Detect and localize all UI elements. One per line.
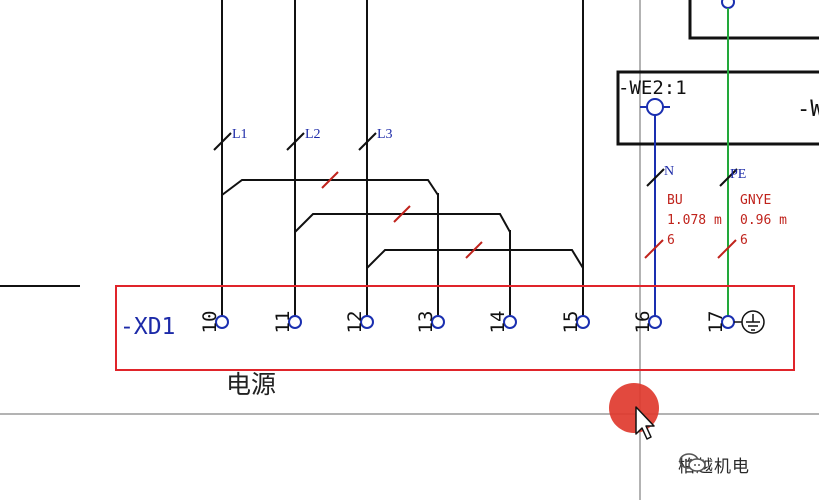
top-device-connection: [721, 0, 735, 9]
phase-label-l2: L2: [305, 127, 321, 142]
slash-l3: [358, 132, 377, 151]
mouse-pointer-icon: [635, 406, 655, 440]
conductor-n-name: N: [664, 164, 674, 179]
conductor-n-section: 6: [667, 233, 675, 248]
jumper-tick-2: [393, 205, 411, 223]
tick-pe: [717, 239, 737, 259]
cable-tag-partial: -W: [797, 97, 819, 122]
top-device-box[interactable]: [688, 0, 819, 40]
terminal-17[interactable]: 17: [705, 311, 735, 334]
conductor-n-length: 1.078 m: [667, 213, 722, 228]
terminal-13[interactable]: 13: [415, 311, 445, 334]
terminal-14-label: 14: [487, 311, 509, 334]
terminal-11[interactable]: 11: [272, 311, 302, 334]
jumper-tick-3: [465, 241, 483, 259]
terminal-12-point: [360, 315, 374, 329]
terminal-11-point: [288, 315, 302, 329]
jumper-ticks: [321, 171, 483, 259]
terminal-15-label: 15: [560, 311, 582, 334]
slash-l2: [286, 132, 305, 151]
wechat-icon: [679, 453, 706, 472]
jumper-10-13: [221, 179, 439, 196]
terminal-12[interactable]: 12: [344, 311, 374, 334]
conductor-n-color: BU: [667, 193, 683, 208]
watermark: 柏越机电: [678, 452, 750, 477]
terminal-14[interactable]: 14: [487, 311, 517, 334]
terminal-10-label: 10: [199, 311, 221, 334]
phase-label-l3: L3: [377, 127, 393, 142]
terminal-10-point: [215, 315, 229, 329]
terminal-14-point: [503, 315, 517, 329]
conductor-pe-color: GNYE: [740, 193, 771, 208]
terminal-16[interactable]: 16: [632, 311, 662, 334]
terminal-strip-name: -XD1: [120, 314, 175, 340]
slash-l1: [213, 132, 232, 151]
ground-icon: [734, 310, 765, 334]
slash-n: [646, 168, 665, 187]
shield-circle: [646, 98, 664, 116]
cable-tag: -WE2:1: [618, 77, 687, 99]
terminal-10[interactable]: 10: [199, 311, 229, 334]
tick-n: [644, 239, 664, 259]
conductor-pe-name: PE: [730, 167, 746, 182]
phase-label-l1: L1: [232, 127, 248, 142]
terminal-13-point: [431, 315, 445, 329]
terminal-16-point: [648, 315, 662, 329]
terminal-15[interactable]: 15: [560, 311, 590, 334]
terminal-15-point: [576, 315, 590, 329]
phase-wires: [213, 0, 584, 318]
conductor-pe-section: 6: [740, 233, 748, 248]
jumper-tick-1: [321, 171, 339, 189]
terminal-12-label: 12: [344, 311, 366, 334]
terminal-16-label: 16: [632, 311, 654, 334]
terminal-strip-highlight[interactable]: [115, 285, 795, 371]
terminal-17-label: 17: [705, 311, 727, 334]
terminal-11-label: 11: [272, 311, 294, 334]
slash-pe: [719, 168, 738, 187]
terminal-13-label: 13: [415, 311, 437, 334]
terminals: 10 11 12 13 14 15: [199, 311, 735, 334]
jumper-11-14: [294, 213, 511, 233]
conductor-pe-length: 0.96 m: [740, 213, 787, 228]
terminal-strip-caption: 电源: [226, 370, 276, 399]
jumper-12-15: [366, 249, 584, 269]
